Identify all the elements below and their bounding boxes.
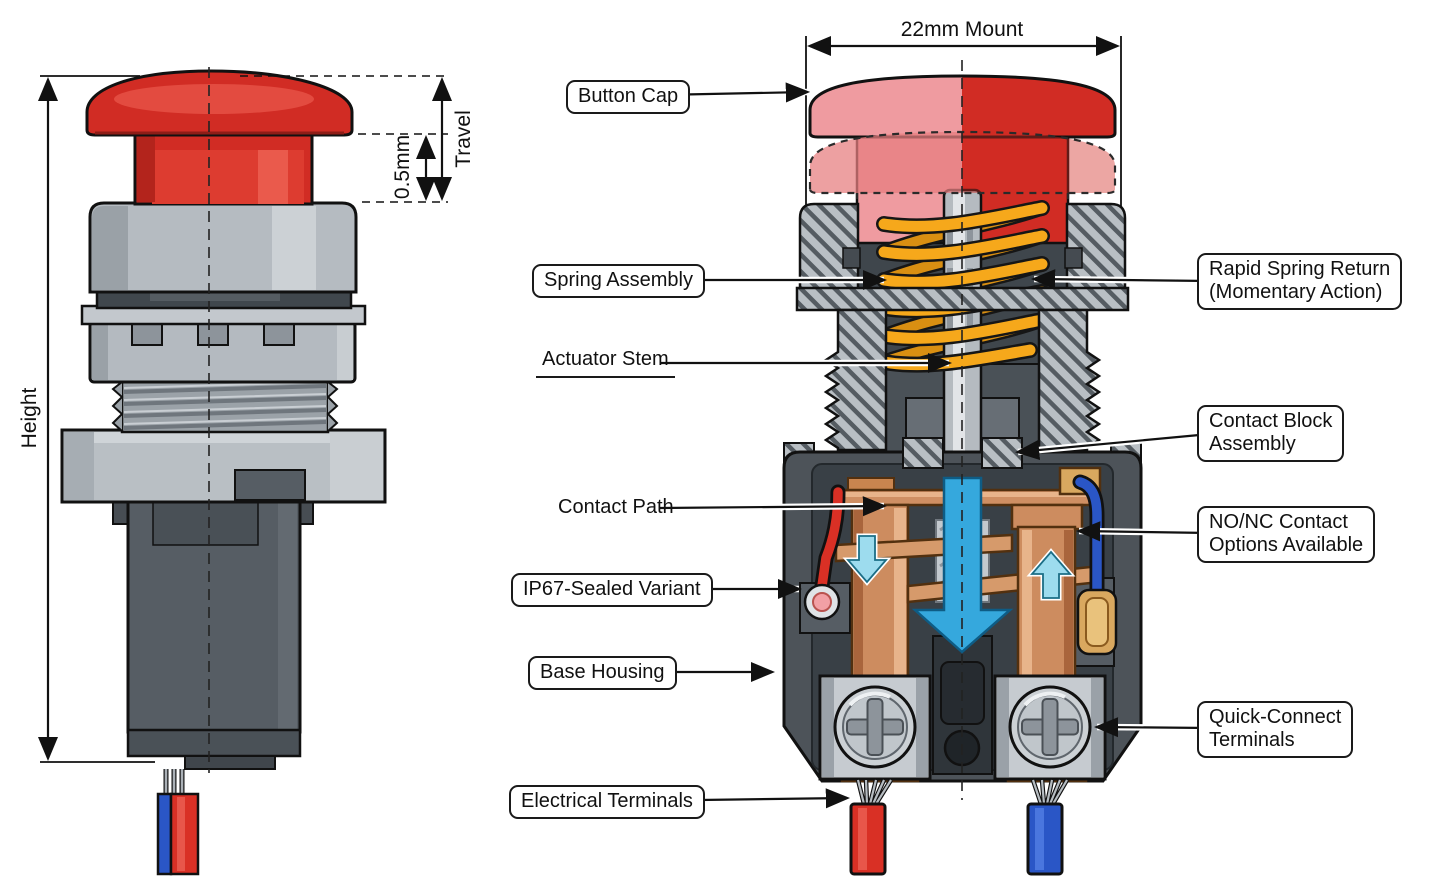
- side-view-dimensions: [37, 75, 453, 763]
- side-view-wires: [156, 769, 200, 876]
- callout-electrical-terminals: Electrical Terminals: [509, 785, 705, 820]
- threaded-neck: [823, 308, 1102, 452]
- screw-terminal-right: [993, 674, 1107, 781]
- callout-spring-assembly: Spring Assembly: [532, 264, 705, 299]
- callout-base-housing: Base Housing: [528, 656, 677, 691]
- sealed-red-lead: [803, 484, 846, 621]
- side-view-bezel: [88, 201, 358, 294]
- screw-terminal-left: [818, 674, 932, 781]
- pressed-cap-ghost: [808, 130, 1117, 204]
- side-view-cap-dome: [85, 69, 354, 137]
- side-view-threads: [111, 378, 339, 434]
- mount-dimension-label: 22mm Mount: [900, 18, 1024, 41]
- side-view: [37, 67, 453, 876]
- side-view-lock-nut: [88, 320, 357, 384]
- cutaway-view: [782, 35, 1143, 876]
- callout-button-cap: Button Cap: [566, 80, 691, 115]
- callout-contact-block-assembly: Contact Block Assembly: [1197, 405, 1345, 463]
- callout-ip67-sealed-variant: IP67-Sealed Variant: [511, 573, 713, 608]
- leader-lines: [659, 82, 1211, 809]
- height-dimension-label: Height: [18, 387, 41, 449]
- contact-motion-arrows: [842, 533, 1076, 601]
- callout-actuator-stem: Actuator Stem: [536, 346, 675, 379]
- callout-contact-path: Contact Path: [558, 496, 674, 518]
- bottom-wire-left: [849, 778, 893, 876]
- callout-quick-connect-terminals: Quick-Connect Terminals: [1197, 701, 1354, 759]
- travel-value-label: 0.5mm: [391, 134, 414, 200]
- bottom-wire-right: [1026, 778, 1069, 876]
- callout-rapid-spring-return: Rapid Spring Return (Momentary Action): [1197, 253, 1403, 311]
- side-view-cap-stem: [133, 128, 314, 206]
- quick-connect-blue-lead: [1058, 466, 1118, 656]
- travel-dimension-label: Travel: [452, 110, 475, 168]
- callout-no-nc-contact: NO/NC Contact Options Available: [1197, 506, 1376, 564]
